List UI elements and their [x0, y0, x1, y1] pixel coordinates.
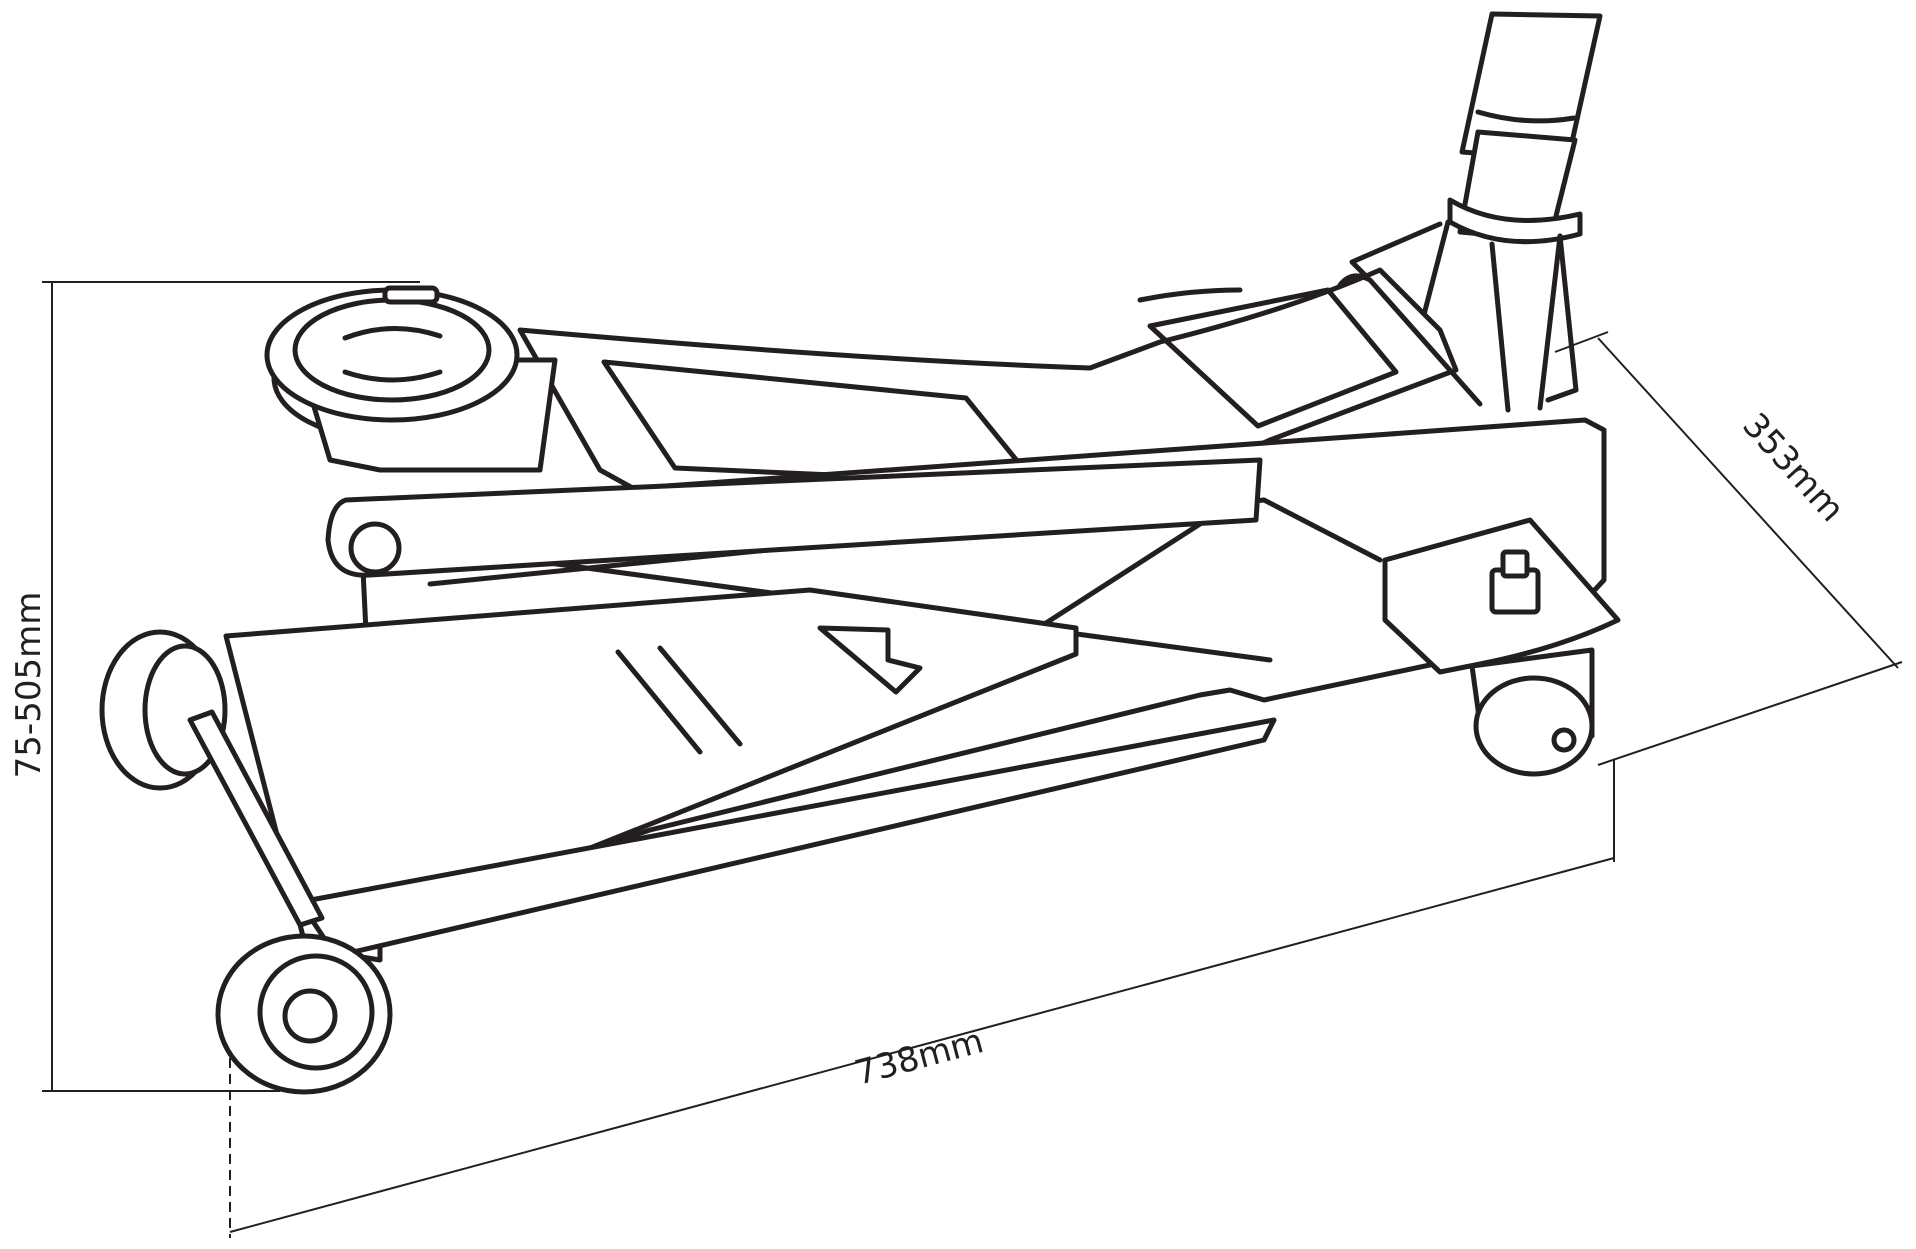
saddle-tab — [382, 285, 440, 305]
handle-yoke-center — [1489, 241, 1511, 413]
chassis-pump-lines — [615, 645, 743, 755]
height-dimension: 75-505mm — [9, 281, 420, 1092]
floor-jack-illustration — [99, 11, 1621, 1095]
handle-yoke-right — [1545, 233, 1579, 403]
length-label: 738mm — [851, 1021, 988, 1094]
width-dimension: 353mm — [1554, 331, 1903, 766]
saddle-groove-top — [342, 326, 443, 341]
handle-collar — [1447, 197, 1583, 245]
front-wheel-near-hub — [282, 988, 338, 1044]
handle-band — [1475, 109, 1577, 124]
front-wheel-rear — [99, 629, 228, 791]
lift-link-bar — [325, 457, 1263, 578]
rear-caster — [1382, 517, 1621, 777]
lift-arm-lug — [1137, 287, 1243, 303]
width-extension-bottom — [1597, 661, 1903, 766]
lift-arm-rear-pin — [1337, 273, 1483, 407]
saddle-groove-bottom — [342, 369, 443, 383]
height-label: 75-505mm — [9, 592, 49, 779]
lift-link-pin — [348, 521, 402, 575]
length-dimension-line — [229, 857, 1615, 1233]
front-wheel-near — [215, 933, 393, 1095]
caster-axle — [1551, 727, 1577, 753]
width-extension-top — [1554, 331, 1609, 353]
saddle-pad — [292, 297, 492, 403]
chassis-bracket — [817, 625, 923, 695]
lift-arm-link — [325, 457, 1263, 578]
width-label: 353mm — [1734, 406, 1851, 530]
caster-bolt-head — [1500, 549, 1530, 579]
width-dimension-line — [1597, 337, 1899, 669]
lifting-saddle — [264, 285, 558, 473]
lift-arm-rear-window — [1147, 287, 1399, 429]
jack-chassis — [223, 587, 1277, 963]
front-axle — [187, 709, 325, 928]
handle-socket — [1417, 219, 1563, 411]
caster-wheel — [1473, 675, 1595, 777]
